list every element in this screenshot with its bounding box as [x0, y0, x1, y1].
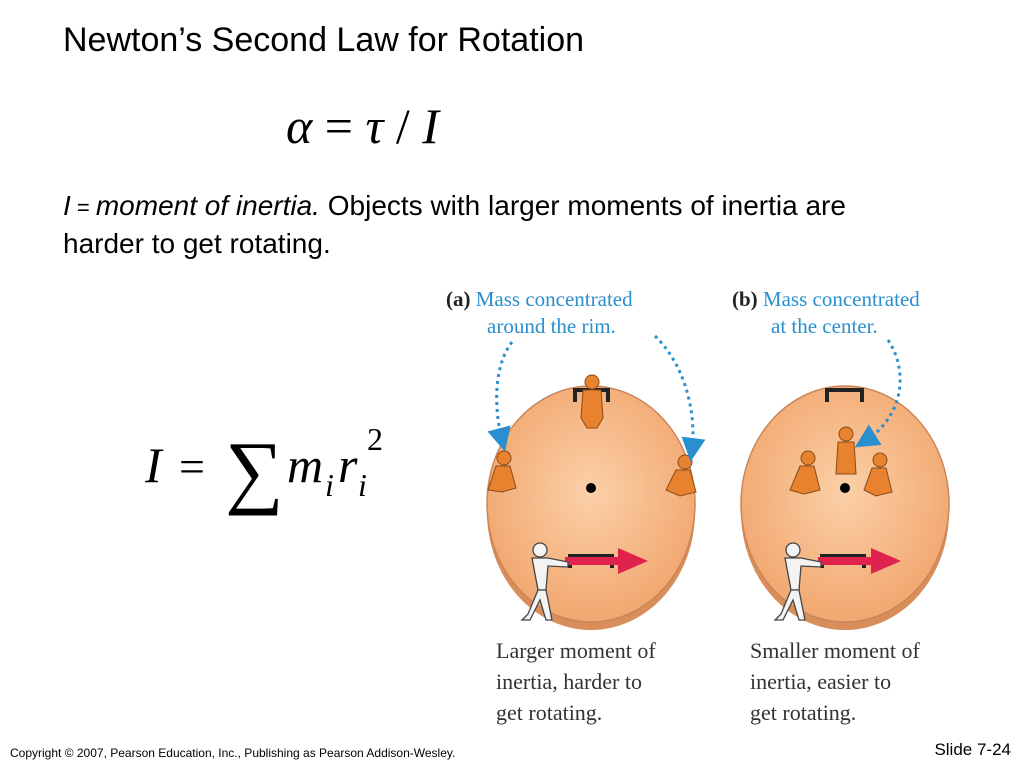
caption-b-line2: at the center. [732, 314, 878, 338]
dotted-arrow-a-left [497, 342, 512, 440]
tau-symbol: τ [365, 98, 383, 154]
slide-title: Newton’s Second Law for Rotation [63, 20, 584, 60]
caption-a: (a) Mass concentrated around the rim. [446, 286, 633, 340]
slide-number: Slide 7-24 [934, 740, 1011, 760]
equation-angular-acceleration: α = τ / I [286, 96, 439, 156]
definition-text: I = moment of inertia. Objects with larg… [63, 188, 883, 262]
alpha-symbol: α [286, 98, 312, 154]
lower-caption-a-line1: Larger moment of [496, 635, 726, 666]
division-slash: / [383, 98, 422, 154]
eq-summation-sign: ∑ [225, 425, 283, 516]
eq-radius-subscript: i [358, 467, 367, 503]
definition-symbol: I [63, 190, 71, 221]
lower-caption-a: Larger moment of inertia, harder to get … [496, 635, 726, 728]
caption-b: (b) Mass concentrated at the center. [732, 286, 920, 340]
lower-caption-a-line2: inertia, harder to [496, 666, 726, 697]
panel-b-tag: (b) [732, 287, 758, 311]
caption-b-line1: Mass concentrated [763, 287, 920, 311]
definition-term: moment of inertia. [96, 190, 320, 221]
eq-mass-subscript: i [325, 467, 334, 503]
lower-caption-b-line1: Smaller moment of [750, 635, 980, 666]
caption-a-line1: Mass concentrated [476, 287, 633, 311]
equals-sign: = [312, 98, 365, 154]
axis-dot-b [840, 483, 850, 493]
inertia-symbol: I [422, 98, 439, 154]
definition-equals: = [71, 195, 96, 220]
axis-dot-a [586, 483, 596, 493]
eq-radius-r: r [338, 437, 358, 493]
equation-moment-of-inertia: I = ∑ m i r i 2 [145, 420, 405, 520]
eq-mass-m: m [287, 437, 323, 493]
lower-caption-b-line3: get rotating. [750, 697, 980, 728]
caption-a-line2: around the rim. [446, 314, 616, 338]
lower-caption-b: Smaller moment of inertia, easier to get… [750, 635, 980, 728]
eq-equals: = [179, 441, 205, 492]
disk-b [741, 386, 949, 630]
copyright-notice: Copyright © 2007, Pearson Education, Inc… [10, 745, 455, 761]
eq-lhs-i: I [145, 437, 164, 493]
panel-a-tag: (a) [446, 287, 471, 311]
lower-caption-b-line2: inertia, easier to [750, 666, 980, 697]
lower-caption-a-line3: get rotating. [496, 697, 726, 728]
eq-radius-exponent: 2 [367, 421, 383, 457]
